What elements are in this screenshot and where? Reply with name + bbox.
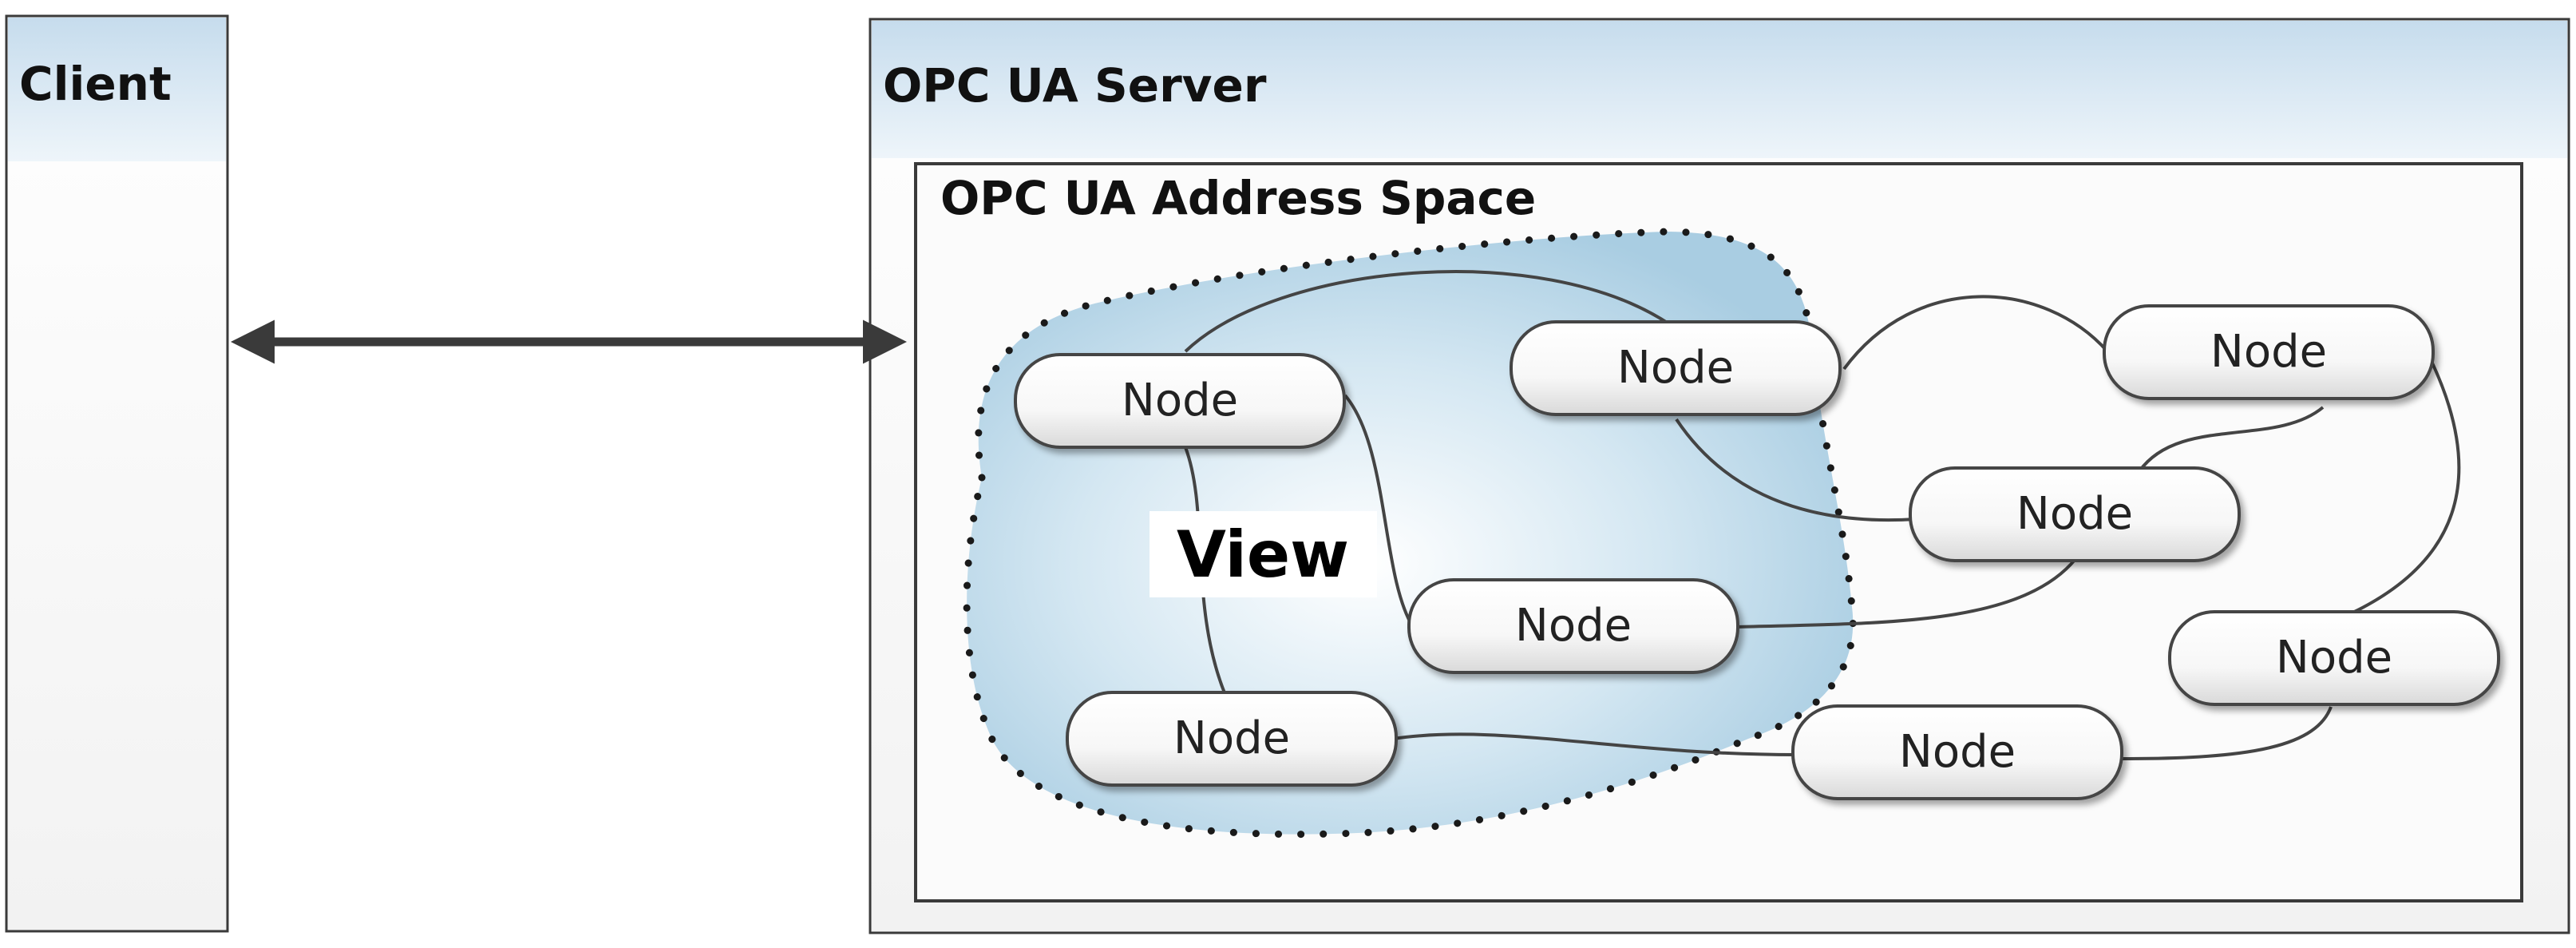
node-label: Node (1122, 375, 1238, 426)
node-label: Node (1515, 600, 1632, 652)
connector-7-8 (2119, 706, 2333, 760)
node-label: Node (1173, 712, 1290, 764)
address-space-title: OPC UA Address Space (940, 171, 1536, 225)
node-label: Node (2016, 488, 2133, 540)
connector-4-7 (1392, 732, 1797, 756)
client-box: Client (5, 14, 229, 933)
view-label: View (1177, 518, 1349, 592)
connector-1-3 (1343, 394, 1415, 629)
node (1791, 704, 2123, 800)
node (2103, 304, 2435, 400)
node (1066, 691, 1398, 787)
node (1510, 320, 1842, 416)
node (1407, 578, 1739, 674)
connector-2-5 (1675, 418, 1917, 522)
node-label: Node (1617, 342, 1734, 394)
connector-6-8 (2338, 351, 2461, 621)
connector-3-5 (1735, 557, 2077, 629)
server-title: OPC UA Server (883, 58, 1267, 113)
connector-5-6 (2138, 406, 2325, 473)
connector-1-2 (1184, 270, 1670, 353)
client-title: Client (19, 57, 172, 111)
node-label: Node (2210, 326, 2327, 378)
view-label-group: View (1150, 511, 1377, 597)
node (1909, 466, 2241, 562)
node-label: Node (1899, 726, 2016, 778)
node (1014, 353, 1346, 449)
node-label: Node (2276, 632, 2392, 684)
connector-2-6 (1842, 295, 2109, 371)
node (2168, 610, 2500, 706)
